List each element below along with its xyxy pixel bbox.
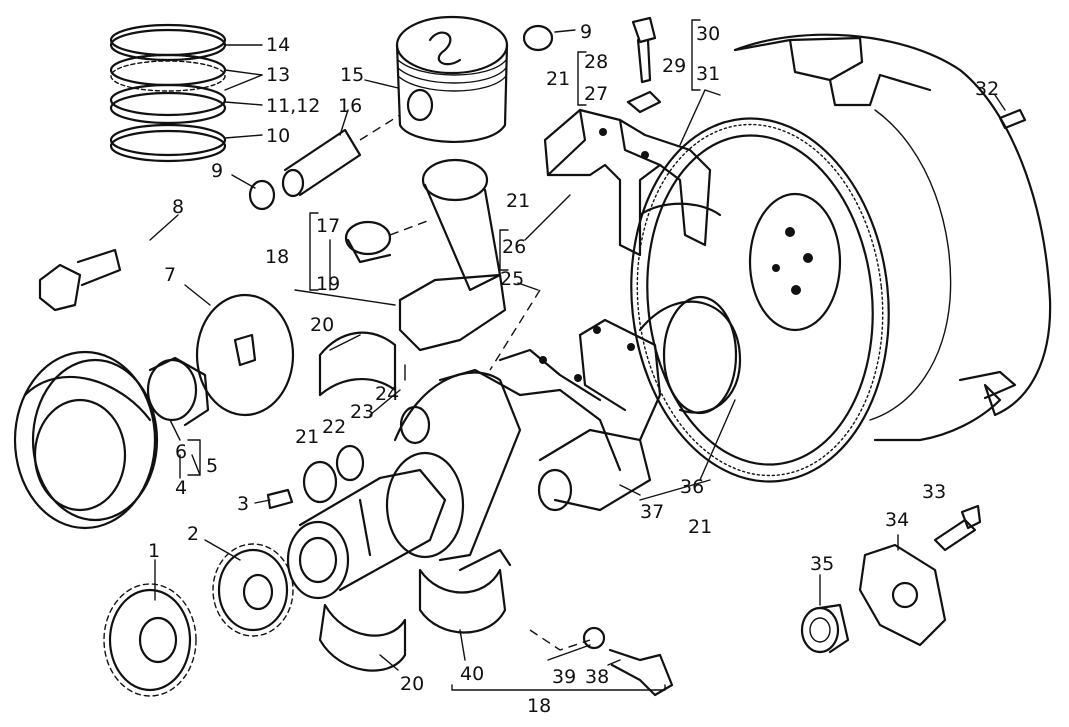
label-11-12: 11,12 [266,95,320,117]
label-9-right: 9 [580,21,592,43]
label-21-left: 21 [295,426,319,448]
label-29: 29 [662,55,686,77]
label-28: 28 [584,51,608,73]
seal-parts [302,444,365,504]
flywheel-housing [733,33,1052,442]
label-21-bottom: 21 [688,516,712,538]
gear-2 [212,543,294,637]
piston [395,15,509,143]
washer-39 [582,626,606,650]
label-39: 39 [552,666,576,688]
label-8: 8 [172,196,184,218]
label-9-left: 9 [211,160,223,182]
label-18-bottom: 18 [527,695,551,717]
leader-lines [149,19,1006,691]
label-38: 38 [585,666,609,688]
label-31: 31 [696,63,720,85]
label-20-top: 20 [310,314,334,336]
thrower-disc [195,293,295,417]
bearing-35 [800,603,850,654]
label-19: 19 [316,273,340,295]
label-5: 5 [206,455,218,477]
label-40: 40 [460,663,484,685]
label-14: 14 [266,34,290,56]
crankshaft [286,295,742,600]
label-17: 17 [316,215,340,237]
label-4: 4 [175,477,187,499]
label-7: 7 [164,264,176,286]
label-34: 34 [885,509,909,531]
label-26: 26 [502,236,526,258]
gudgeon-pin [281,114,401,198]
label-10: 10 [266,125,290,147]
label-27: 27 [584,83,608,105]
label-24: 24 [375,383,399,405]
circlips [248,24,554,211]
label-20-bottom: 20 [400,673,424,695]
bearing-shells [318,331,512,672]
label-32: 32 [975,78,999,100]
label-23: 23 [350,401,374,423]
bolt-28 [626,16,662,114]
flywheel [630,117,890,483]
label-36: 36 [680,476,704,498]
label-18-rod: 18 [265,246,289,268]
label-13: 13 [266,64,290,86]
label-3: 3 [237,493,249,515]
connecting-rod [344,158,507,352]
label-35: 35 [810,553,834,575]
key-3 [266,488,294,510]
bolt-8 [38,248,122,312]
label-1: 1 [148,540,160,562]
piston-rings [109,23,227,163]
label-15: 15 [340,64,364,86]
label-22: 22 [322,416,346,438]
label-33: 33 [922,481,946,503]
bolt-33 [933,504,982,552]
pin-32 [998,108,1027,130]
bolt-38 [608,648,674,697]
label-16: 16 [338,95,362,117]
label-2: 2 [187,523,199,545]
pulley [13,350,159,530]
callout-labels: 14 13 11,12 10 15 16 9 9 8 7 28 27 21 29… [148,21,999,717]
label-37: 37 [640,501,664,523]
label-21-top: 21 [546,68,570,90]
label-21-cap: 21 [506,190,530,212]
gear-1 [103,583,197,697]
label-25: 25 [500,268,524,290]
label-6: 6 [175,441,187,463]
plate-34 [858,543,947,647]
bearing-cap [543,108,712,257]
spacer [146,356,210,427]
label-30: 30 [696,23,720,45]
